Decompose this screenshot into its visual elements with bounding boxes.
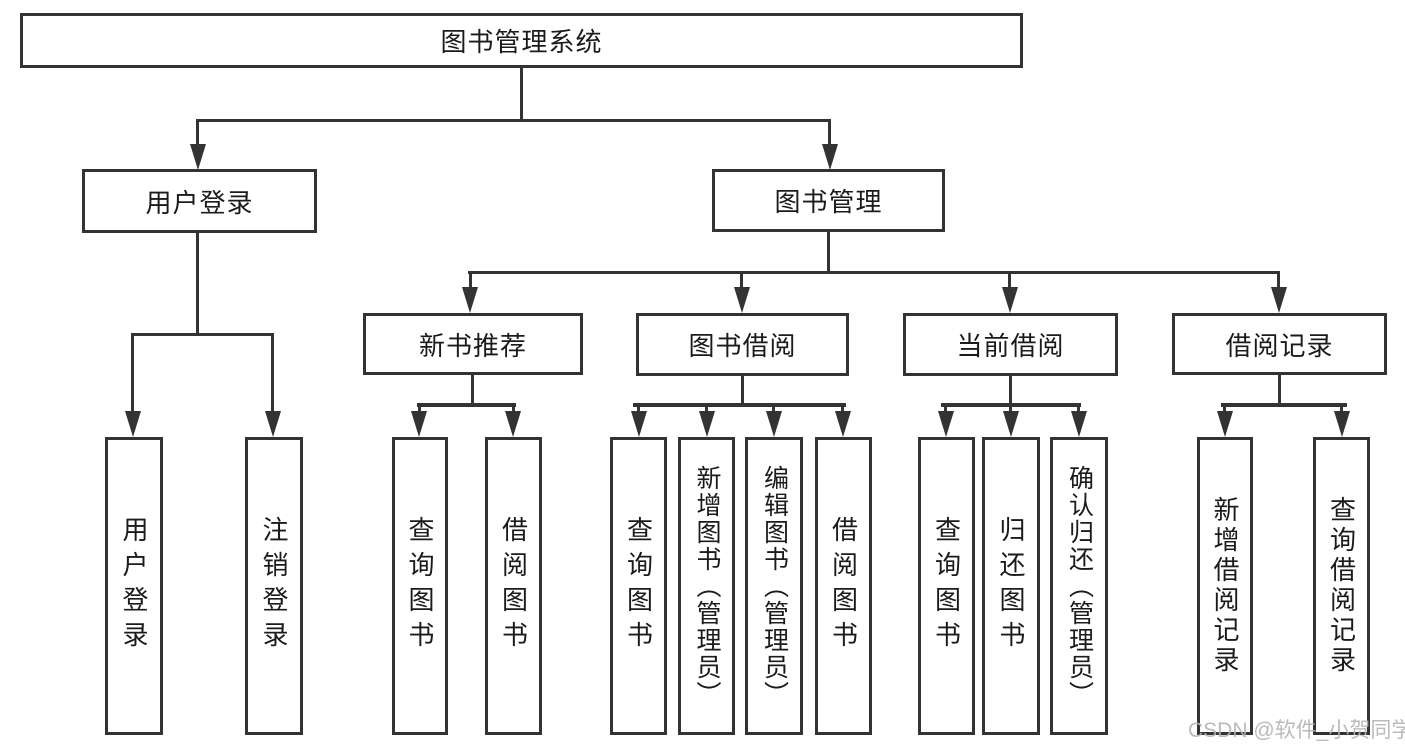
connector-line	[841, 405, 844, 414]
connector-line	[512, 405, 515, 414]
connector-line	[418, 405, 421, 414]
node-book-borrowing: 图书借阅	[636, 313, 849, 376]
connector-line	[1223, 405, 1226, 414]
leaf-label: 查询图书	[405, 516, 435, 656]
leaf-label: 借阅图书	[828, 516, 859, 656]
connector-line	[944, 405, 947, 414]
connector-line	[740, 271, 743, 289]
leaf-label: 归还图书	[996, 516, 1026, 656]
connector-line	[1077, 405, 1080, 414]
connector-line	[827, 232, 830, 273]
arrow-down-icon	[411, 411, 427, 437]
arrow-down-icon	[190, 144, 206, 170]
connector-line	[1008, 271, 1011, 289]
leaf-borrow-books-borrowing: 借阅图书	[815, 437, 872, 735]
leaf-label: 新增借阅记录	[1210, 496, 1240, 676]
connector-line	[196, 232, 199, 335]
arrow-down-icon	[734, 287, 750, 313]
connector-line	[1009, 376, 1012, 406]
arrow-down-icon	[125, 411, 141, 437]
arrow-down-icon	[699, 411, 715, 437]
connector-line	[633, 403, 846, 407]
connector-line	[131, 333, 274, 336]
connector-line	[1340, 405, 1343, 414]
connector-line	[1221, 403, 1347, 407]
leaf-logout-login: 注销登录	[245, 437, 303, 735]
connector-line	[469, 271, 472, 289]
leaf-user-login: 用户登录	[105, 437, 163, 735]
arrow-down-icon	[1002, 287, 1018, 313]
connector-line	[1009, 405, 1012, 414]
connector-line	[772, 405, 775, 414]
connector-line	[471, 375, 474, 406]
arrow-down-icon	[265, 411, 281, 437]
arrow-down-icon	[1003, 411, 1019, 437]
leaf-label: 确认归还（管理员）	[1065, 464, 1094, 708]
leaf-query-borrow-record: 查询借阅记录	[1313, 437, 1370, 735]
connector-line	[196, 119, 831, 122]
arrow-down-icon	[1217, 411, 1233, 437]
leaf-query-books-recommend: 查询图书	[392, 437, 448, 735]
connector-line	[1278, 375, 1281, 406]
leaf-query-books-current: 查询图书	[918, 437, 975, 735]
node-new-book-recommend: 新书推荐	[363, 313, 583, 375]
node-book-management: 图书管理	[712, 169, 945, 232]
leaf-borrow-books-recommend: 借阅图书	[485, 437, 542, 735]
node-current-borrowing: 当前借阅	[903, 313, 1118, 376]
arrow-down-icon	[505, 411, 521, 437]
leaf-confirm-return-admin: 确认归还（管理员）	[1050, 437, 1108, 735]
leaf-label: 用户登录	[119, 516, 149, 656]
leaf-label: 注销登录	[259, 516, 289, 656]
csdn-watermark: CSDN @软件_小贺同学	[1188, 719, 1405, 742]
arrow-down-icon	[822, 144, 838, 170]
arrow-down-icon	[835, 411, 851, 437]
node-borrowing-records: 借阅记录	[1172, 313, 1387, 375]
connector-line	[741, 376, 744, 406]
connector-line	[417, 403, 516, 407]
connector-line	[1277, 271, 1280, 289]
leaf-query-books-borrowing: 查询图书	[610, 437, 667, 735]
node-user-login: 用户登录	[82, 169, 317, 233]
arrow-down-icon	[1334, 411, 1350, 437]
arrow-down-icon	[1071, 411, 1087, 437]
connector-line	[131, 333, 134, 413]
arrow-down-icon	[766, 411, 782, 437]
leaf-label: 查询图书	[931, 516, 962, 656]
connector-line	[520, 68, 523, 119]
leaf-label: 查询借阅记录	[1326, 496, 1357, 676]
connector-line	[828, 119, 831, 147]
leaf-label: 借阅图书	[498, 516, 529, 656]
leaf-label: 新增图书（管理员）	[693, 464, 721, 708]
leaf-return-books: 归还图书	[982, 437, 1040, 735]
arrow-down-icon	[1271, 287, 1287, 313]
leaf-label: 编辑图书（管理员）	[760, 464, 789, 708]
connector-line	[468, 271, 1280, 274]
leaf-edit-books-admin: 编辑图书（管理员）	[745, 437, 803, 735]
leaf-add-books-admin: 新增图书（管理员）	[678, 437, 735, 735]
node-root: 图书管理系统	[20, 13, 1023, 68]
connector-line	[271, 333, 274, 413]
arrow-down-icon	[938, 411, 954, 437]
connector-line	[637, 405, 640, 414]
arrow-down-icon	[631, 411, 647, 437]
arrow-down-icon	[462, 287, 478, 313]
leaf-label: 查询图书	[623, 516, 654, 656]
connector-line	[705, 405, 708, 414]
leaf-add-borrow-record: 新增借阅记录	[1197, 437, 1253, 735]
connector-line	[196, 119, 199, 147]
